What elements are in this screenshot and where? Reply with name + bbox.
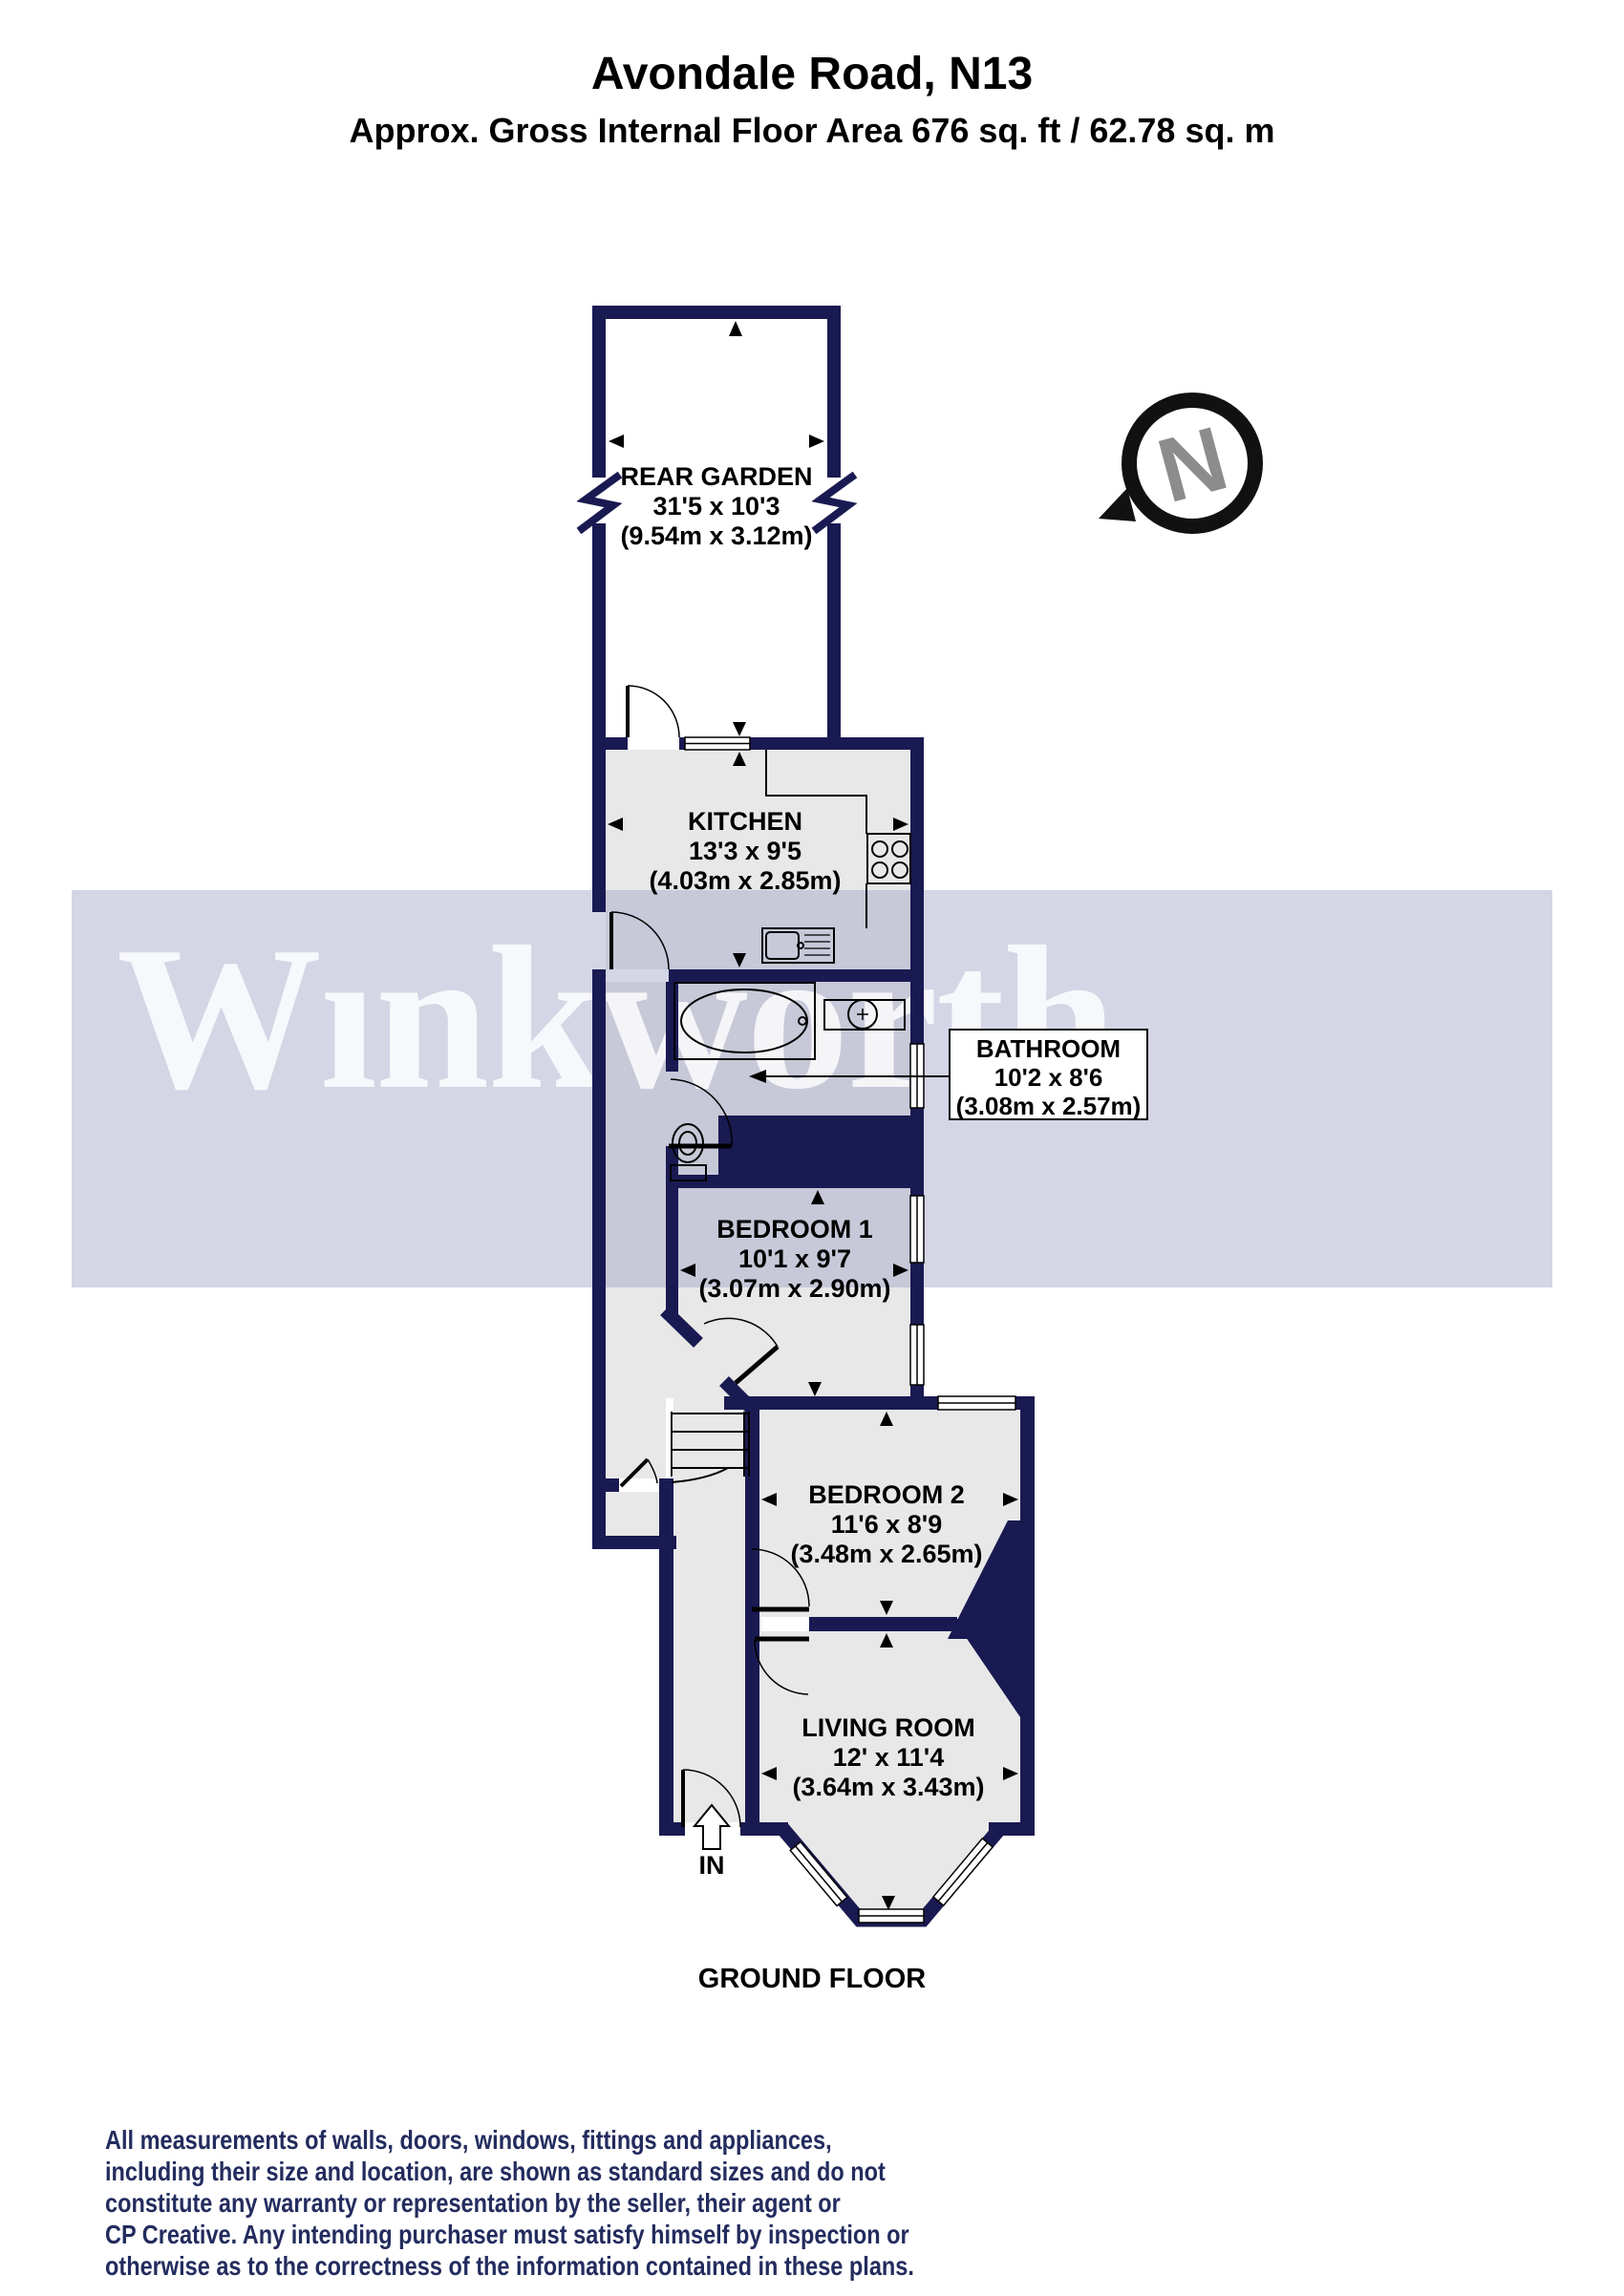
room-size-imperial: 31'5 x 10'3 (652, 492, 780, 521)
bay-window-icon (789, 1837, 994, 1924)
bedroom1-window-icon (909, 1195, 925, 1264)
room-label-kitchen: KITCHEN 13'3 x 9'5 (4.03m x 2.85m) (630, 807, 860, 896)
basin-icon (823, 999, 906, 1031)
garden-door-icon (626, 685, 680, 738)
room-size-metric: (4.03m x 2.85m) (649, 866, 842, 895)
disclaimer-text: All measurements of walls, doors, window… (105, 2124, 1028, 2282)
room-size-metric: (9.54m x 3.12m) (620, 521, 813, 550)
room-size-imperial: 12' x 11'4 (832, 1743, 945, 1772)
disclaimer-line: All measurements of walls, doors, window… (105, 2125, 832, 2155)
room-size-metric: (3.48m x 2.65m) (790, 1540, 983, 1568)
room-name: BATHROOM (975, 1034, 1122, 1063)
cupboard-door-icon (619, 1457, 658, 1488)
bedroom1-window2-icon (909, 1324, 925, 1386)
room-name: BEDROOM 2 (808, 1480, 965, 1509)
page-subtitle: Approx. Gross Internal Floor Area 676 sq… (349, 111, 1275, 150)
room-label-bedroom-2: BEDROOM 2 11'6 x 8'9 (3.48m x 2.65m) (772, 1480, 1001, 1569)
bathroom-callout-arrow (749, 1070, 949, 1083)
room-label-living-room: LIVING ROOM 12' x 11'4 (3.64m x 3.43m) (759, 1713, 1017, 1802)
bedroom2-window-icon (937, 1395, 1016, 1411)
disclaimer-line: constitute any warranty or representatio… (105, 2188, 841, 2218)
living-room-door-icon (754, 1636, 809, 1695)
windows (684, 736, 1016, 1924)
room-name: BEDROOM 1 (716, 1215, 873, 1244)
north-compass-icon: N (1099, 393, 1263, 534)
bathtub-icon (673, 982, 816, 1060)
room-label-bedroom-1: BEDROOM 1 10'1 x 9'7 (3.07m x 2.90m) (680, 1215, 909, 1304)
room-size-imperial: 10'2 x 8'6 (994, 1063, 1103, 1092)
wall-break-icon (576, 471, 858, 535)
kitchen-door-icon (609, 911, 670, 970)
toilet-icon (670, 1123, 707, 1181)
room-size-metric: (3.64m x 3.43m) (792, 1773, 985, 1801)
entrance-door-icon (681, 1769, 741, 1828)
kitchen-fixtures (761, 750, 911, 964)
sink-icon (761, 927, 835, 964)
room-label-rear-garden: REAR GARDEN 31'5 x 10'3 (9.54m x 3.12m) (611, 462, 822, 551)
room-name: REAR GARDEN (620, 462, 813, 491)
room-name: KITCHEN (688, 807, 802, 836)
room-size-imperial: 10'1 x 9'7 (738, 1244, 851, 1273)
disclaimer-line: including their size and location, are s… (105, 2157, 886, 2186)
floor-name: GROUND FLOOR (697, 1964, 927, 1994)
bedroom2-door-icon (751, 1548, 810, 1612)
entrance-arrow-icon (692, 1803, 732, 1850)
room-size-imperial: 11'6 x 8'9 (830, 1510, 943, 1539)
counter-line (765, 750, 867, 834)
walls (592, 306, 1035, 1836)
disclaimer-line: otherwise as to the correctness of the i… (105, 2251, 914, 2281)
dimension-arrows (608, 321, 1018, 1910)
room-name: LIVING ROOM (801, 1713, 975, 1742)
room-size-imperial: 13'3 x 9'5 (689, 837, 801, 865)
entrance-label: IN (698, 1851, 725, 1880)
stairs-icon (671, 1412, 750, 1483)
room-label-bathroom-callout: BATHROOM 10'2 x 8'6 (3.08m x 2.57m) (949, 1029, 1148, 1120)
disclaimer-line: CP Creative. Any intending purchaser mus… (105, 2220, 909, 2249)
bathroom-fixtures (670, 982, 906, 1181)
bedroom1-door-icon (703, 1317, 780, 1385)
kitchen-window-icon (684, 736, 751, 751)
hob-icon (866, 833, 911, 884)
room-size-metric: (3.08m x 2.57m) (955, 1092, 1142, 1120)
room-size-metric: (3.07m x 2.90m) (698, 1274, 891, 1303)
page-title: Avondale Road, N13 (590, 49, 1034, 99)
